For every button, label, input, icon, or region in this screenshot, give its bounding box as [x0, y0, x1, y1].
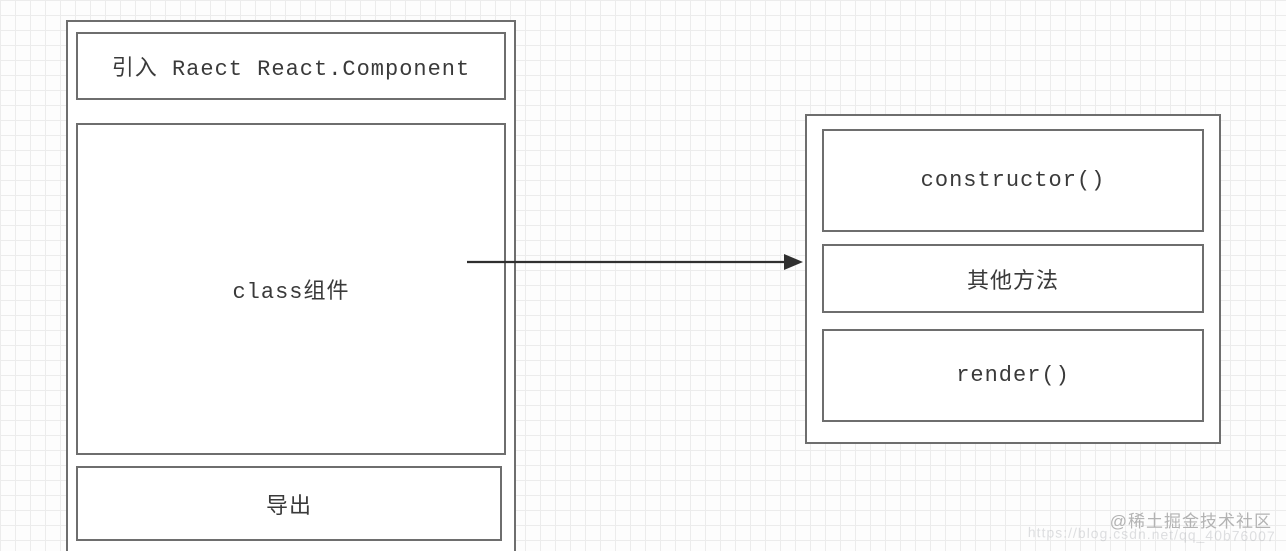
import-box: 引入 Raect React.Component [76, 32, 506, 100]
import-label: 引入 Raect React.Component [111, 57, 471, 82]
render-box: render() [822, 329, 1204, 422]
other-methods-box: 其他方法 [822, 244, 1204, 313]
constructor-box: constructor() [822, 129, 1204, 232]
methods-container: constructor() 其他方法 render() [805, 114, 1221, 444]
juejin-watermark: @稀土掘金技术社区 [1109, 512, 1272, 531]
constructor-label: constructor() [920, 168, 1106, 193]
class-component-container: 引入 Raect React.Component class组件 导出 [66, 20, 516, 551]
export-box: 导出 [76, 466, 502, 541]
other-methods-label: 其他方法 [966, 269, 1059, 295]
class-label: class组件 [232, 280, 350, 305]
render-label: render() [956, 363, 1070, 388]
flow-arrow [460, 249, 808, 277]
arrow-right-icon [467, 254, 803, 270]
class-box: class组件 [76, 123, 506, 455]
export-label: 导出 [265, 495, 312, 520]
